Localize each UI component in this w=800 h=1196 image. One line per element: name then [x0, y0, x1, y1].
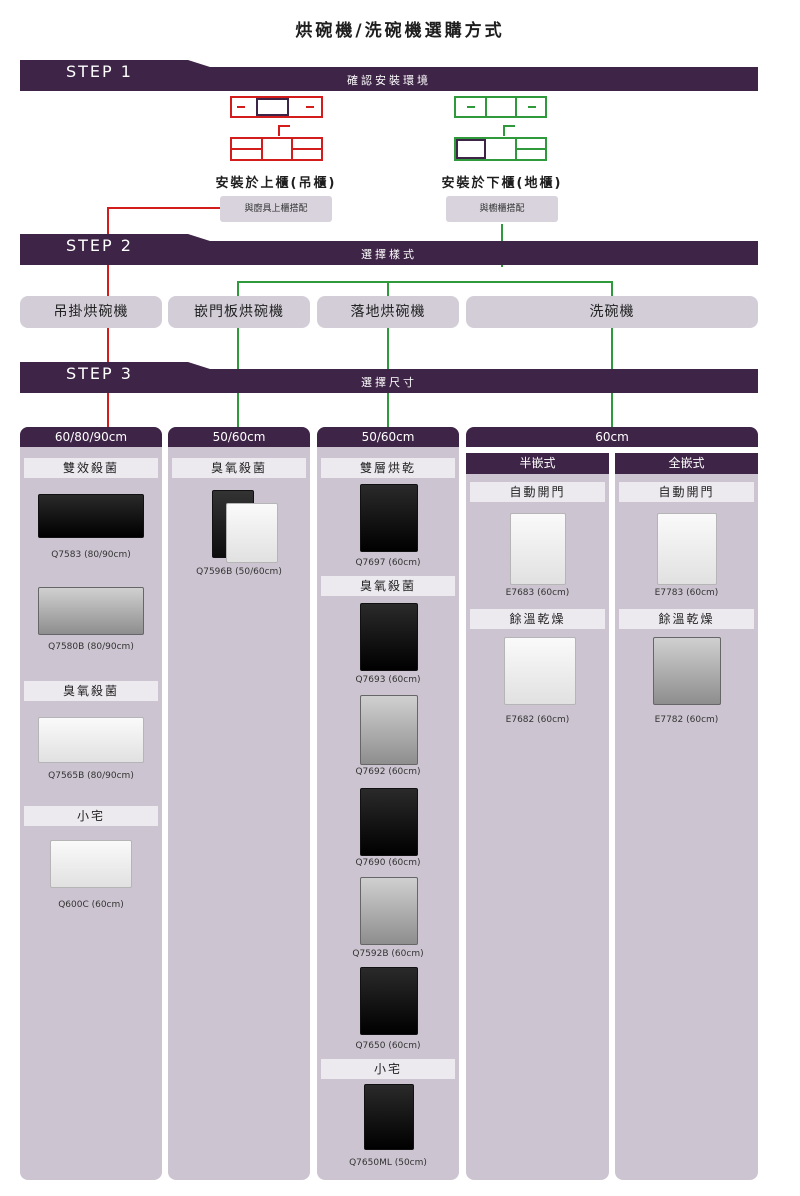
step1-bar: STEP 1 確認安裝環境 — [20, 60, 758, 91]
product-q7693-label[interactable]: Q7693 (60cm) — [355, 675, 421, 685]
product-e7783-image[interactable] — [657, 513, 717, 585]
column-hanging: 60/80/90cm 雙效殺菌 Q7583 (80/90cm) Q7580B (… — [20, 427, 162, 1180]
product-q7596b-label[interactable]: Q7596B (50/60cm) — [196, 567, 282, 577]
product-q7583-image[interactable] — [38, 494, 144, 538]
category-residual-heat-full: 餘溫乾燥 — [619, 609, 754, 629]
product-q7697-image[interactable] — [360, 484, 418, 552]
product-q7592b-label[interactable]: Q7592B (60cm) — [352, 949, 424, 959]
step2-title: 選擇樣式 — [361, 248, 417, 261]
category-dual-sterilize: 雙效殺菌 — [24, 458, 158, 478]
product-q7692-label[interactable]: Q7692 (60cm) — [355, 767, 421, 777]
product-q7650-label[interactable]: Q7650 (60cm) — [355, 1041, 421, 1051]
product-e7683-image[interactable] — [510, 513, 566, 585]
product-q7650ml-image[interactable] — [364, 1084, 414, 1150]
category-auto-door-semi: 自動開門 — [470, 482, 605, 502]
step2-label: STEP 2 — [66, 236, 133, 255]
category-ozone-floor: 臭氧殺菌 — [321, 576, 455, 596]
product-q7697-label[interactable]: Q7697 (60cm) — [355, 558, 421, 568]
product-q7565b-label[interactable]: Q7565B (80/90cm) — [48, 771, 134, 781]
product-q7690-label[interactable]: Q7690 (60cm) — [355, 858, 421, 868]
size-floor: 50/60cm — [317, 427, 459, 447]
lower-install-label: 安裝於下櫃(地櫃) — [441, 176, 563, 191]
column-panel: 50/60cm 臭氧殺菌 Q7596B (50/60cm) — [168, 427, 310, 1180]
column-floor: 50/60cm 雙層烘乾 Q7697 (60cm) 臭氧殺菌 Q7693 (60… — [317, 427, 459, 1180]
step3-bar: STEP 3 選擇尺寸 — [20, 362, 758, 393]
style-dishwasher[interactable]: 洗碗機 — [466, 296, 758, 328]
product-q7650-image[interactable] — [360, 967, 418, 1035]
sub-column-semi: 半嵌式 自動開門 E7683 (60cm) 餘溫乾燥 E7682 (60cm) — [466, 453, 609, 1180]
style-panel[interactable]: 嵌門板烘碗機 — [168, 296, 310, 328]
category-ozone: 臭氧殺菌 — [24, 681, 158, 701]
product-q7692-image[interactable] — [360, 695, 418, 765]
product-e7682-image[interactable] — [504, 637, 576, 705]
size-panel: 50/60cm — [168, 427, 310, 447]
style-floor[interactable]: 落地烘碗機 — [317, 296, 459, 328]
product-e7682-label[interactable]: E7682 (60cm) — [505, 715, 570, 725]
product-q7580b-label[interactable]: Q7580B (80/90cm) — [48, 642, 134, 652]
size-dishwasher: 60cm — [466, 427, 758, 447]
upper-connector-line — [107, 207, 220, 427]
category-ozone-panel: 臭氧殺菌 — [172, 458, 306, 478]
product-e7683-label[interactable]: E7683 (60cm) — [505, 588, 570, 598]
category-auto-door-full: 自動開門 — [619, 482, 754, 502]
lower-install-note: 與櫥櫃搭配 — [446, 196, 558, 222]
category-double-dry: 雙層烘乾 — [321, 458, 455, 478]
product-e7782-image[interactable] — [653, 637, 721, 705]
product-q7592b-image[interactable] — [360, 877, 418, 945]
step1-title: 確認安裝環境 — [347, 74, 431, 87]
category-residual-heat-semi: 餘溫乾燥 — [470, 609, 605, 629]
product-q7650ml-label[interactable]: Q7650ML (50cm) — [349, 1158, 427, 1168]
sub-column-full: 全嵌式 自動開門 E7783 (60cm) 餘溫乾燥 E7782 (60cm) — [615, 453, 758, 1180]
product-q7583-label[interactable]: Q7583 (80/90cm) — [51, 550, 131, 560]
style-hanging[interactable]: 吊掛烘碗機 — [20, 296, 162, 328]
product-e7782-label[interactable]: E7782 (60cm) — [654, 715, 719, 725]
upper-install-label: 安裝於上櫃(吊櫃) — [215, 176, 337, 191]
step1-label: STEP 1 — [66, 62, 133, 81]
category-small-home: 小宅 — [24, 806, 158, 826]
step3-label: STEP 3 — [66, 364, 133, 383]
product-q7565b-image[interactable] — [38, 717, 144, 763]
page-title: 烘碗機/洗碗機選購方式 — [295, 21, 505, 41]
full-builtin-header: 全嵌式 — [615, 453, 758, 474]
product-q7580b-image[interactable] — [38, 587, 144, 635]
lower-cabinet-icon — [454, 96, 547, 161]
column-dishwasher: 60cm 半嵌式 自動開門 E7683 (60cm) 餘溫乾燥 E7682 (6… — [466, 427, 758, 1180]
product-q7690-image[interactable] — [360, 788, 418, 856]
step3-title: 選擇尺寸 — [361, 376, 417, 389]
upper-install-note: 與廚具上櫃搭配 — [220, 196, 332, 222]
category-small-home-floor: 小宅 — [321, 1059, 455, 1079]
upper-cabinet-icon — [230, 96, 323, 161]
product-e7783-label[interactable]: E7783 (60cm) — [654, 588, 719, 598]
product-q600c-image[interactable] — [50, 840, 132, 888]
product-q600c-label[interactable]: Q600C (60cm) — [58, 900, 124, 910]
semi-builtin-header: 半嵌式 — [466, 453, 609, 474]
product-q7596b-image[interactable] — [226, 503, 278, 563]
step2-bar: STEP 2 選擇樣式 — [20, 234, 758, 265]
size-hanging: 60/80/90cm — [20, 427, 162, 447]
product-q7693-image[interactable] — [360, 603, 418, 671]
